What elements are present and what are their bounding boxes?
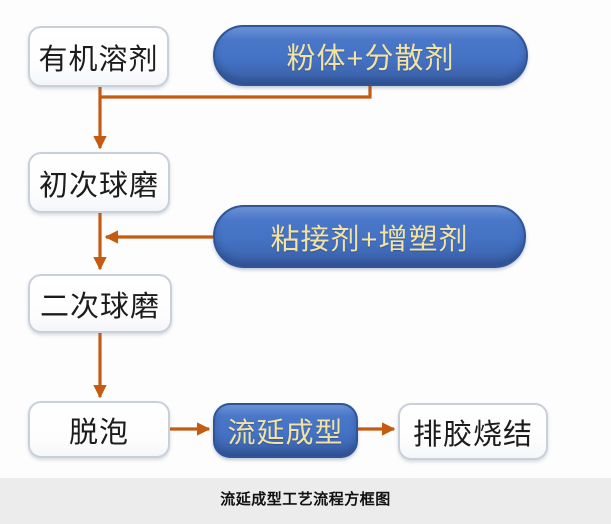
node-binder-plasticizer-label: 粘接剂+增塑剂 <box>270 223 469 256</box>
flowchart-canvas: 有机溶剂 粉体+分散剂 初次球磨 粘接剂+增塑剂 二次球磨 脱泡 流延成型 排胶… <box>28 25 548 460</box>
figure-caption: 流延成型工艺流程方框图 <box>220 491 391 508</box>
node-binder-plasticizer: 粘接剂+增塑剂 <box>213 205 526 268</box>
node-powder-dispersant-label: 粉体+分散剂 <box>286 42 455 75</box>
node-debinding-sintering: 排胶烧结 <box>398 403 548 460</box>
node-powder-dispersant: 粉体+分散剂 <box>213 25 528 86</box>
node-defoaming: 脱泡 <box>28 401 170 458</box>
node-organic-solvent: 有机溶剂 <box>28 26 169 87</box>
node-organic-solvent-label: 有机溶剂 <box>38 43 159 76</box>
node-tape-casting: 流延成型 <box>213 403 358 458</box>
node-second-ball-milling-label: 二次球磨 <box>39 290 160 323</box>
edge-powder-to-mill1 <box>100 86 372 99</box>
node-defoaming-label: 脱泡 <box>68 416 129 449</box>
node-second-ball-milling: 二次球磨 <box>28 274 172 333</box>
node-debinding-sintering-label: 排胶烧结 <box>412 418 533 451</box>
caption-bar: 流延成型工艺流程方框图 <box>0 478 611 524</box>
node-first-ball-milling-label: 初次球磨 <box>38 169 159 202</box>
node-first-ball-milling: 初次球磨 <box>28 152 170 213</box>
node-tape-casting-label: 流延成型 <box>227 416 344 448</box>
